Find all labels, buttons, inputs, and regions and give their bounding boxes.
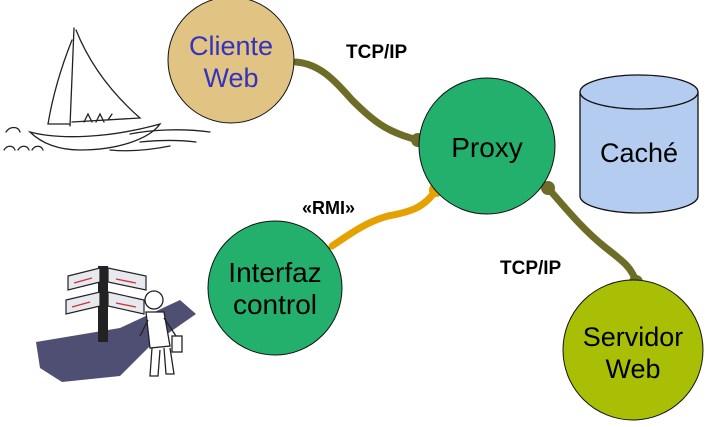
link-label-interfaz-proxy: «RMI»	[302, 198, 355, 218]
node-interfaz-control: Interfaz control	[207, 220, 343, 356]
sailboat-icon	[3, 27, 211, 152]
node-servidor-web: Servidor Web	[562, 279, 704, 421]
node-cache: Caché	[579, 74, 699, 214]
link-cliente-proxy	[292, 58, 425, 147]
link-label-proxy-servidor: TCP/IP	[500, 258, 562, 279]
node-interfaz-control-line2: control	[233, 289, 317, 320]
node-cache-label: Caché	[600, 138, 678, 168]
signpost-person-icon	[36, 266, 196, 382]
node-proxy: Proxy	[418, 77, 556, 215]
node-servidor-web-line2: Web	[605, 354, 660, 384]
node-cliente-web-line1: Cliente	[189, 31, 273, 61]
link-label-cliente-proxy: TCP/IP	[346, 42, 408, 63]
node-servidor-web-line1: Servidor	[583, 322, 684, 352]
node-interfaz-control-line1: Interfaz	[228, 257, 321, 288]
node-cliente-web: Cliente Web	[167, 0, 295, 124]
node-proxy-label: Proxy	[451, 132, 523, 163]
node-cliente-web-line2: Web	[203, 63, 258, 93]
